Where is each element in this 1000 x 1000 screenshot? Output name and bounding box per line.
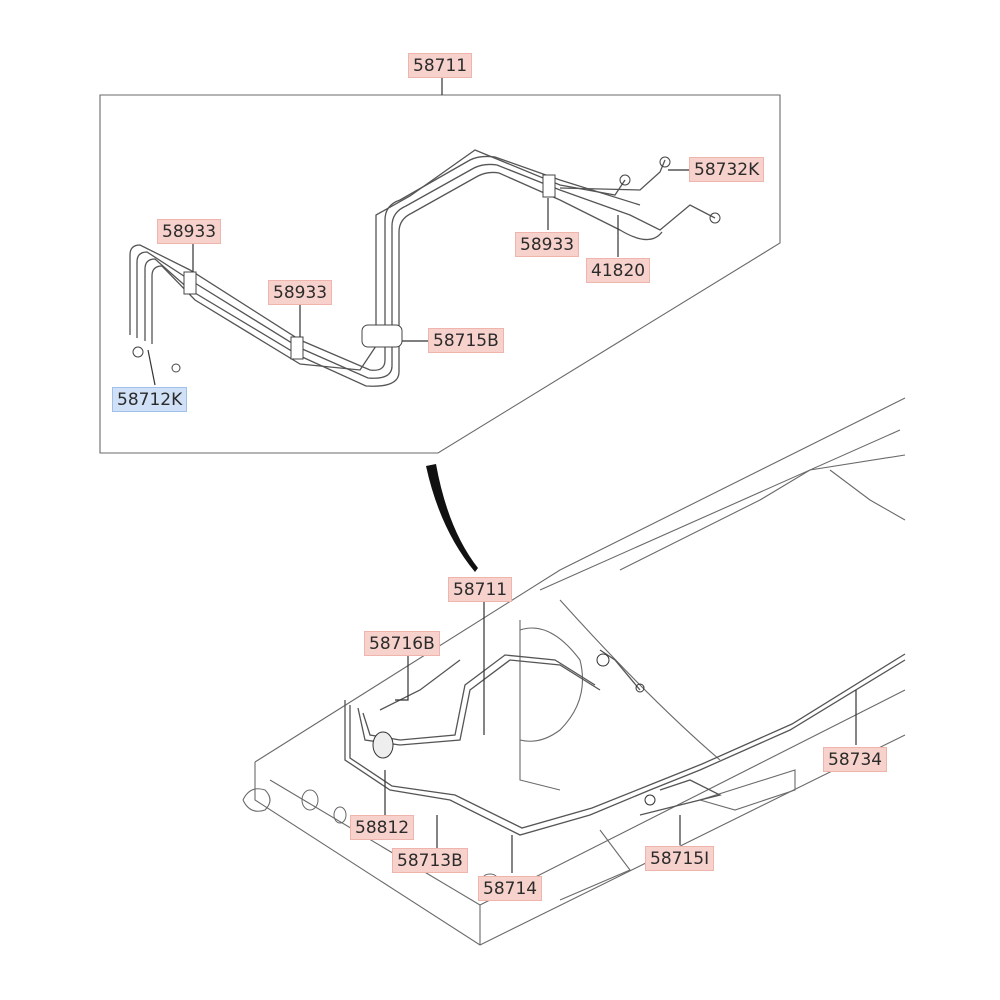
label-58734[interactable]: 58734 [823, 747, 888, 772]
label-58715b[interactable]: 58715B [428, 328, 504, 353]
label-58713b[interactable]: 58713B [392, 848, 468, 873]
label-41820[interactable]: 41820 [586, 258, 651, 283]
label-58812[interactable]: 58812 [350, 815, 415, 840]
leader-lines-vehicle [384, 598, 857, 873]
label-58716b[interactable]: 58716B [364, 631, 440, 656]
brake-pipe-bundle-detail [129, 149, 721, 387]
label-58732k[interactable]: 58732K [689, 157, 765, 182]
label-58711-lower[interactable]: 58711 [448, 577, 513, 602]
leader-lines-detail [147, 78, 690, 386]
label-58711-top[interactable]: 58711 [408, 53, 473, 78]
label-58933-left-mid[interactable]: 58933 [268, 280, 333, 305]
label-58712k[interactable]: 58712K [112, 387, 188, 412]
label-58715i[interactable]: 58715I [645, 846, 715, 871]
label-58933-left-upper[interactable]: 58933 [157, 219, 222, 244]
label-58933-right[interactable]: 58933 [515, 232, 580, 257]
label-58714[interactable]: 58714 [478, 876, 543, 901]
detail-inset-frame [99, 94, 781, 454]
brake-lines-vehicle [344, 649, 906, 836]
vehicle-frame-drawing [242, 397, 906, 946]
detail-pointer-arrow [426, 464, 478, 572]
